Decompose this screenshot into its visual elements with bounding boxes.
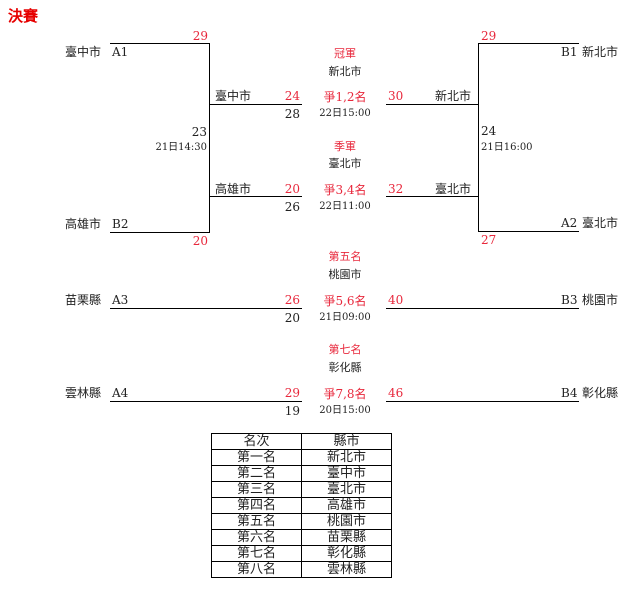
team-score: 26	[284, 293, 300, 307]
team-cell: 桃園市	[301, 513, 392, 530]
game-number: 19	[284, 404, 300, 418]
result-team: 臺北市	[328, 157, 362, 170]
column-header: 縣市	[301, 433, 392, 450]
team-score: 29	[192, 29, 208, 43]
team-score: 29	[284, 386, 300, 400]
bracket-line	[110, 401, 302, 402]
bracket-line	[386, 104, 479, 105]
team-cell: 臺北市	[301, 481, 392, 498]
bracket-line	[110, 308, 302, 309]
table-header-row: 名次 縣市	[211, 433, 392, 450]
game-number: 26	[284, 200, 300, 214]
team-cell: 苗栗縣	[301, 529, 392, 546]
team-score: 29	[481, 29, 497, 43]
team-cell: 臺中市	[301, 465, 392, 482]
team-seed: B4	[561, 386, 578, 400]
team-name: 新北市	[582, 45, 619, 59]
team-name: 高雄市	[65, 217, 102, 231]
bracket-line	[386, 308, 579, 309]
match-time: 22日15:00	[319, 108, 371, 119]
team-score: 27	[481, 233, 497, 247]
team-name: 臺北市	[435, 182, 472, 196]
table-row: 第一名新北市	[211, 449, 392, 466]
match-label: 爭3,4名	[323, 183, 367, 197]
bracket-line	[209, 196, 302, 197]
result-team: 桃園市	[328, 268, 362, 281]
team-name: 桃園市	[582, 293, 619, 307]
match-label: 爭5,6名	[323, 294, 367, 308]
game-number: 28	[284, 107, 300, 121]
rank-cell: 第七名	[211, 545, 302, 562]
team-seed: A2	[561, 216, 578, 230]
table-row: 第三名臺北市	[211, 481, 392, 498]
bracket-line	[386, 196, 479, 197]
game-number: 20	[284, 311, 300, 325]
rank-cell: 第一名	[211, 449, 302, 466]
team-name: 彰化縣	[582, 386, 619, 400]
team-name: 臺中市	[65, 45, 102, 59]
column-header: 名次	[211, 433, 302, 450]
bracket-line	[478, 43, 479, 232]
team-cell: 彰化縣	[301, 545, 392, 562]
team-score: 46	[388, 386, 404, 400]
match-time: 21日09:00	[319, 312, 371, 323]
result-label: 第五名	[328, 250, 362, 263]
bracket-line	[209, 43, 210, 233]
rank-cell: 第四名	[211, 497, 302, 514]
team-seed: B3	[561, 293, 578, 307]
team-score: 30	[388, 89, 404, 103]
match-label: 爭1,2名	[323, 90, 367, 104]
result-team: 彰化縣	[328, 361, 362, 374]
team-cell: 雲林縣	[301, 561, 392, 578]
game-number: 24	[481, 124, 497, 138]
game-time: 21日14:30	[155, 142, 207, 153]
team-name: 臺中市	[215, 89, 252, 103]
team-score: 32	[388, 182, 404, 196]
team-cell: 高雄市	[301, 497, 392, 514]
team-name: 高雄市	[215, 182, 252, 196]
match-time: 22日11:00	[319, 201, 371, 212]
bracket-line	[386, 401, 579, 402]
team-cell: 新北市	[301, 449, 392, 466]
ranking-table: 名次 縣市 第一名新北市 第二名臺中市 第三名臺北市 第四名高雄市 第五名桃園市…	[211, 433, 392, 578]
table-row: 第四名高雄市	[211, 497, 392, 514]
team-name: 雲林縣	[65, 386, 102, 400]
rank-cell: 第二名	[211, 465, 302, 482]
table-row: 第六名苗栗縣	[211, 529, 392, 546]
team-score: 20	[284, 182, 300, 196]
game-number: 23	[191, 125, 207, 139]
game-time: 21日16:00	[481, 142, 533, 153]
table-row: 第八名雲林縣	[211, 561, 392, 578]
team-name: 新北市	[435, 89, 472, 103]
rank-cell: 第三名	[211, 481, 302, 498]
team-seed: A4	[112, 386, 129, 400]
match-time: 20日15:00	[319, 405, 371, 416]
table-row: 第七名彰化縣	[211, 545, 392, 562]
result-label: 冠軍	[334, 47, 356, 60]
result-label: 第七名	[328, 343, 362, 356]
team-seed: A1	[112, 45, 129, 59]
table-row: 第五名桃園市	[211, 513, 392, 530]
bracket-line	[110, 232, 210, 233]
result-team: 新北市	[328, 65, 362, 78]
page-title: 決賽	[8, 7, 39, 25]
match-label: 爭7,8名	[323, 387, 367, 401]
bracket-line	[209, 104, 302, 105]
table-row: 第二名臺中市	[211, 465, 392, 482]
team-score: 20	[192, 234, 208, 248]
rank-cell: 第八名	[211, 561, 302, 578]
team-score: 40	[388, 293, 404, 307]
rank-cell: 第六名	[211, 529, 302, 546]
team-seed: A3	[112, 293, 129, 307]
team-name: 苗栗縣	[65, 293, 102, 307]
bracket-line	[479, 231, 579, 232]
rank-cell: 第五名	[211, 513, 302, 530]
bracket-line	[479, 43, 579, 44]
result-label: 季軍	[334, 140, 356, 153]
team-seed: B2	[112, 217, 129, 231]
bracket-line	[110, 43, 210, 44]
team-seed: B1	[561, 45, 578, 59]
team-score: 24	[284, 89, 300, 103]
team-name: 臺北市	[582, 216, 619, 230]
